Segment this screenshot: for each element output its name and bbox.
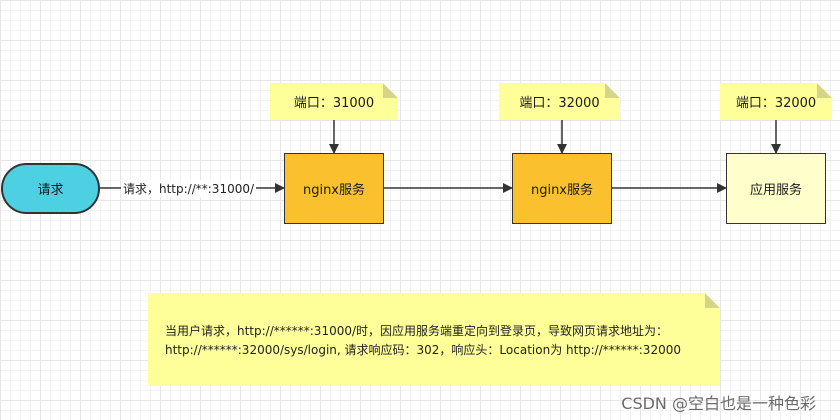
explanation-note-text: 当用户请求，http://******:31000/时，因应用服务端重定向到登录… (165, 322, 681, 360)
nginx-service-node-2: nginx服务 (512, 153, 612, 224)
port-note-2-label: 端口：32000 (519, 96, 600, 111)
request-node: 请求 (1, 163, 100, 214)
request-url-label: 请求，http://**:31000/ (121, 180, 257, 197)
port-note-1-label: 端口：31000 (293, 96, 375, 111)
port-note-2: 端口：32000 (499, 83, 620, 120)
explanation-note: 当用户请求，http://******:31000/时，因应用服务端重定向到登录… (148, 293, 720, 386)
explanation-line-2: http://******:32000/sys/login, 请求响应码：302… (165, 343, 681, 357)
port-note-3: 端口：32000 (720, 83, 832, 120)
app-service-node: 应用服务 (726, 153, 826, 224)
nginx-service-node-1: nginx服务 (284, 153, 384, 224)
request-node-label: 请求 (37, 183, 64, 198)
explanation-line-1: 当用户请求，http://******:31000/时，因应用服务端重定向到登录… (165, 324, 669, 338)
watermark: CSDN @空白也是一种色彩 (621, 394, 816, 413)
port-note-3-label: 端口：32000 (735, 96, 817, 111)
nginx-service-node-1-label: nginx服务 (302, 183, 366, 198)
nginx-service-node-2-label: nginx服务 (530, 183, 594, 198)
app-service-node-label: 应用服务 (749, 183, 802, 198)
port-note-1: 端口：31000 (270, 83, 398, 120)
